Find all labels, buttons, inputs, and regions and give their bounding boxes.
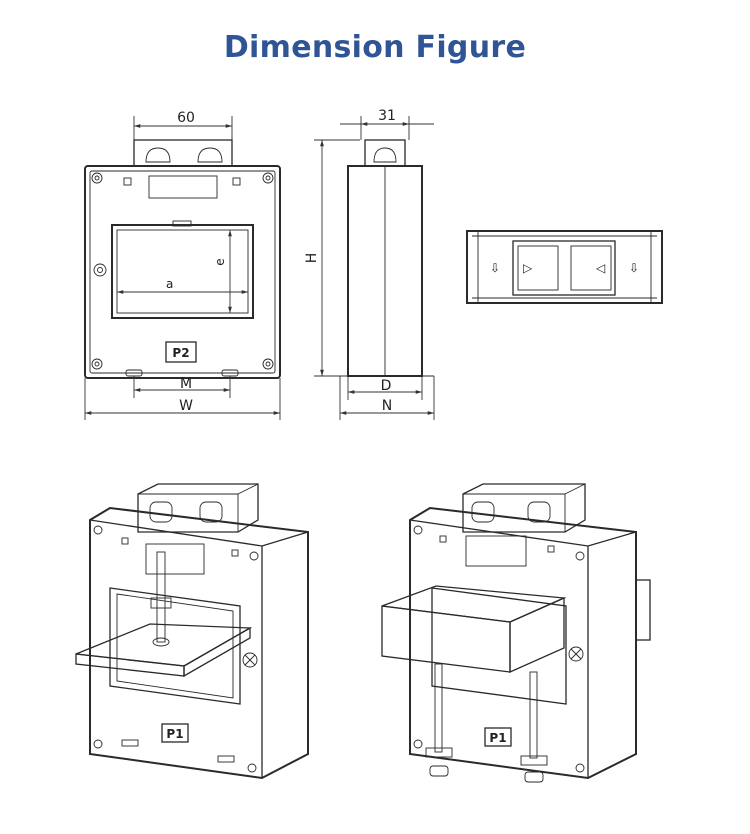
dim-31-label: 31 [378, 108, 396, 124]
iso-left-tag-p1: P1 [166, 727, 183, 741]
dim-n-label: N [382, 398, 392, 414]
dim-60-label: 60 [177, 110, 195, 126]
dim-m-label: M [180, 376, 192, 392]
svg-text:⇩: ⇩ [490, 261, 500, 275]
dim-d-label: D [381, 378, 392, 394]
dim-w-label: W [179, 398, 193, 414]
dim-e-label: e [213, 258, 227, 265]
top-view: ▷ ◁ ⇩ ⇩ [466, 230, 663, 304]
iso-right-view: P1 [381, 483, 651, 783]
terminal-tag-p2: P2 [172, 346, 189, 360]
front-view: 60 a e P2 M [84, 110, 281, 420]
svg-text:◁: ◁ [595, 261, 605, 275]
svg-text:⇩: ⇩ [629, 261, 639, 275]
iso-left-view: P1 [75, 483, 309, 780]
dim-a-label: a [166, 277, 173, 291]
dim-h-label: H [304, 253, 320, 264]
iso-right-tag-p1: P1 [489, 731, 506, 745]
svg-text:▷: ▷ [523, 261, 533, 275]
side-view: 31 H D N [304, 108, 435, 420]
page-title: Dimension Figure [223, 30, 527, 65]
